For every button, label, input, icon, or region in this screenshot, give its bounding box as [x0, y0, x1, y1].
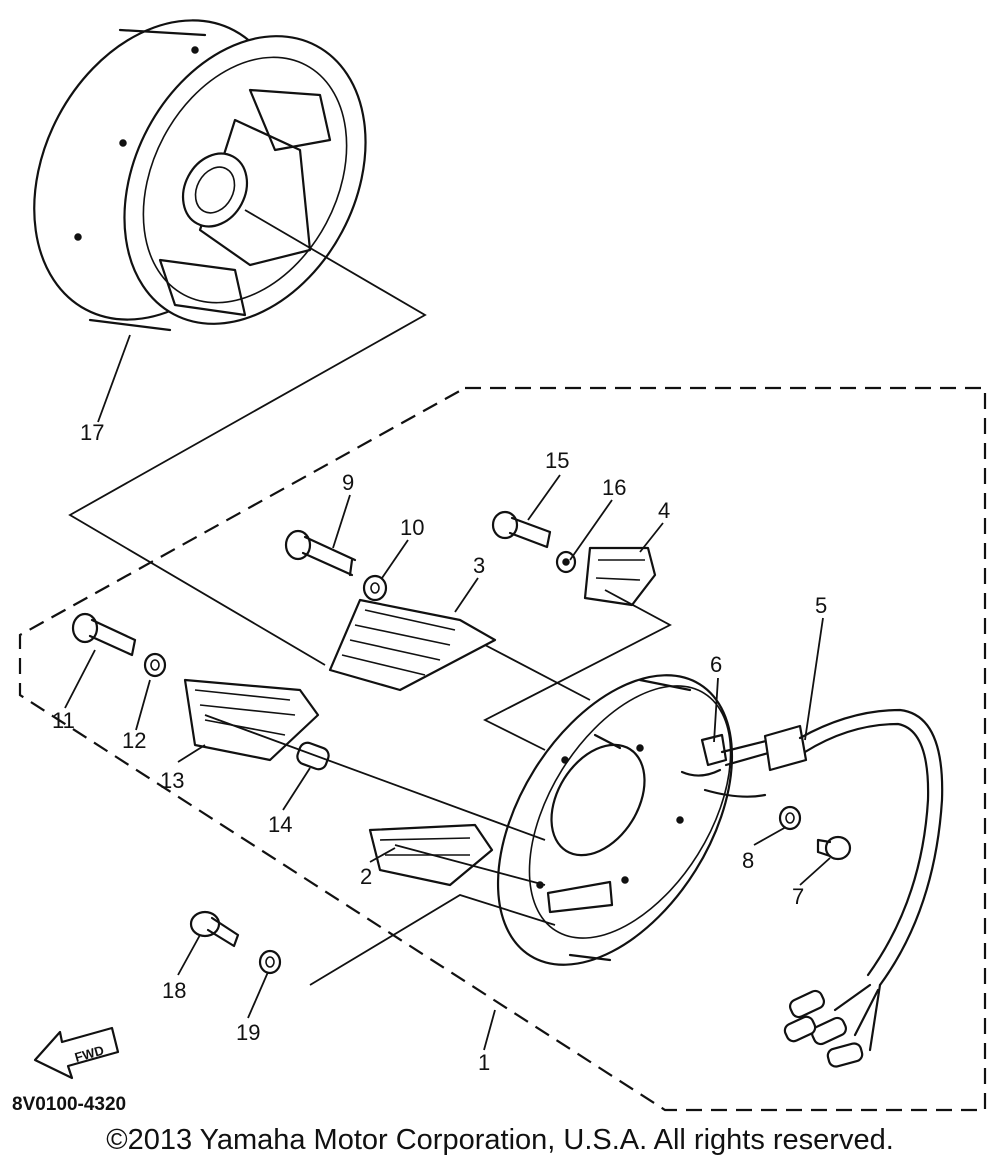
diagram-code: 8V0100-4320: [12, 1094, 126, 1115]
callout-labels: 17 9 10 3 15 16 4 5 6 11 12 13 14 2 8 7 …: [52, 420, 827, 1075]
spacer-14: [296, 741, 330, 771]
washer-19: [258, 949, 282, 975]
callout-6: 6: [710, 652, 722, 677]
wire-harness: [720, 708, 944, 1068]
callout-3: 3: [473, 553, 485, 578]
screw-9: [284, 529, 357, 577]
flywheel-rotor: [33, 19, 367, 332]
washer-8: [778, 805, 802, 831]
screw-11: [71, 612, 137, 657]
callout-15: 15: [545, 448, 569, 473]
callout-10: 10: [400, 515, 424, 540]
assembly-boundary: [18, 386, 987, 1112]
callout-13: 13: [160, 768, 184, 793]
pickup-coil: [680, 733, 767, 798]
coil-4: [583, 546, 657, 607]
forward-arrow-icon: FWD: [33, 1026, 120, 1080]
callout-18: 18: [162, 978, 186, 1003]
coil-3: [328, 598, 497, 692]
callout-19: 19: [236, 1020, 260, 1045]
washer-16: [555, 550, 577, 574]
callout-7: 7: [792, 884, 804, 909]
screw-18: [189, 910, 240, 948]
assembly-lines: [68, 209, 672, 986]
callout-16: 16: [602, 475, 626, 500]
callout-17: 17: [80, 420, 104, 445]
screw-15: [491, 510, 552, 549]
callout-5: 5: [815, 593, 827, 618]
copyright-notice: ©2013 Yamaha Motor Corporation, U.S.A. A…: [106, 1124, 894, 1156]
callout-2: 2: [360, 864, 372, 889]
callout-9: 9: [342, 470, 354, 495]
callout-leaders: [64, 334, 831, 1051]
callout-8: 8: [742, 848, 754, 873]
screw-7: [816, 835, 852, 861]
callout-1: 1: [478, 1050, 490, 1075]
coil-13: [183, 678, 320, 762]
callout-4: 4: [658, 498, 670, 523]
callout-12: 12: [122, 728, 146, 753]
washer-10: [362, 574, 388, 602]
washer-12: [143, 652, 167, 678]
stator-base-plate: [496, 674, 734, 966]
callout-14: 14: [268, 812, 292, 837]
callout-11: 11: [52, 708, 75, 733]
